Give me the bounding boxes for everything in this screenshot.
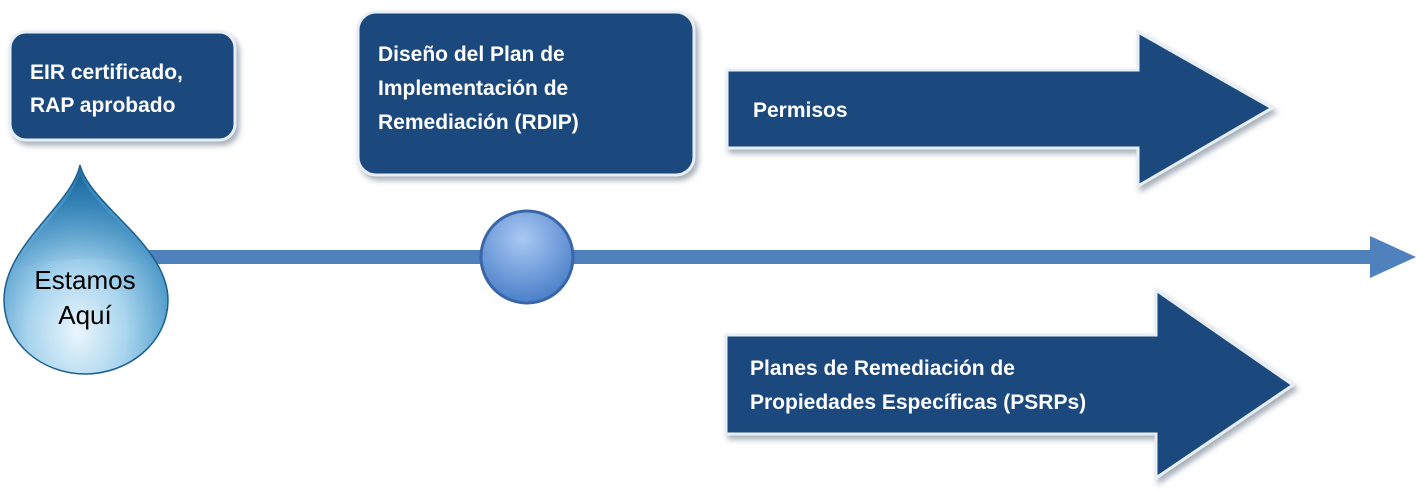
drop-marker xyxy=(3,164,169,375)
arrow-psrps xyxy=(724,287,1296,481)
arrow-label-psrps: Planes de Remediación de Propiedades Esp… xyxy=(750,357,1087,414)
milestone-label-eir: EIR certificado, RAP aprobado xyxy=(30,61,183,117)
arrow-label-permisos: Permisos xyxy=(753,99,848,122)
milestone-label-rdip: Diseño del Plan de Implementación de Rem… xyxy=(378,43,579,134)
drop-marker-label: Estamos Aquí xyxy=(34,265,136,330)
timeline-line xyxy=(120,250,1380,264)
milestone-node xyxy=(479,209,575,305)
milestone-box-rdip xyxy=(356,10,696,177)
arrow-permisos xyxy=(725,29,1276,189)
milestone-box-eir xyxy=(8,30,237,142)
timeline-arrowhead xyxy=(1370,236,1416,278)
drop-highlight xyxy=(12,172,160,272)
